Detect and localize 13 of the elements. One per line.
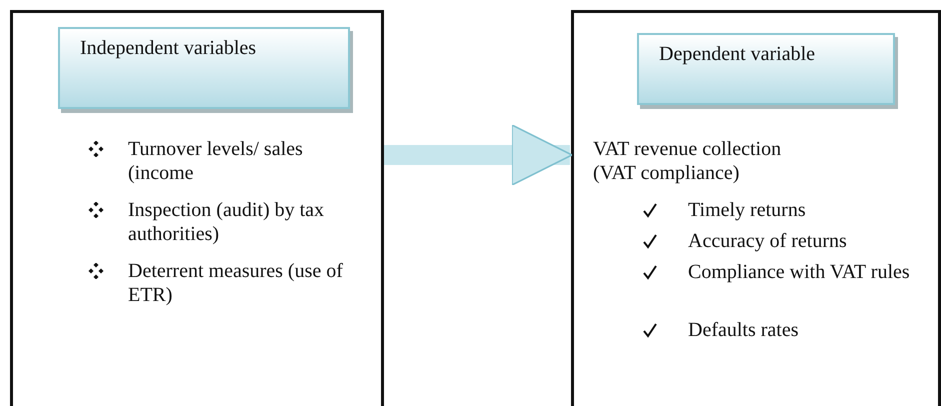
list-item-text: Inspection (audit) by tax authorities) [128, 198, 326, 246]
panel-box [571, 10, 941, 406]
list-item-text: Deterrent measures (use of ETR) [128, 259, 344, 307]
list-item-text: Timely returns [688, 198, 806, 222]
header-text: Independent variables [80, 37, 256, 60]
list-item-text: Accuracy of returns [688, 229, 847, 253]
header-text: Dependent variable [659, 43, 816, 66]
list-item-text: Turnover levels/ sales (income [128, 137, 304, 185]
block-arrow [384, 124, 573, 186]
list-item-text: VAT revenue collection (VAT compliance) [593, 137, 782, 185]
list-item-text: Compliance with VAT rules [688, 260, 910, 284]
panel-box [10, 10, 384, 406]
list-item-text: Defaults rates [688, 318, 799, 342]
